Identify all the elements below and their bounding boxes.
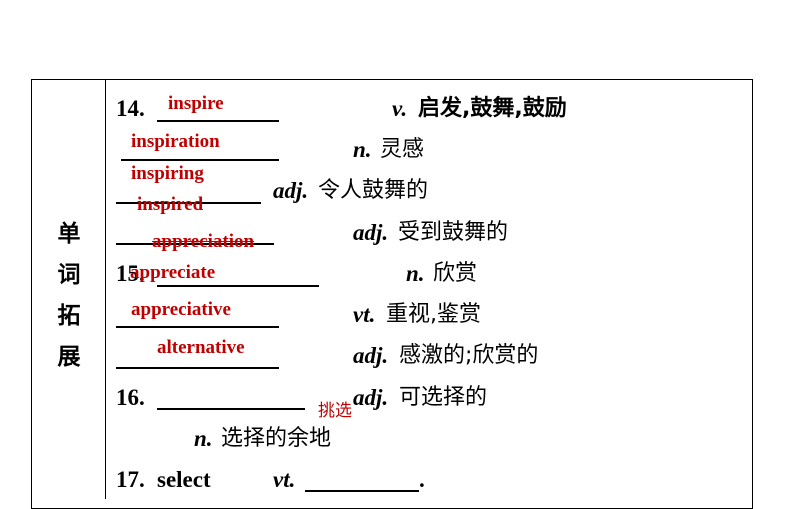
period-17: . (419, 467, 425, 492)
answer-15-struck: appreciation (152, 231, 255, 252)
blank-17 (305, 490, 419, 492)
pos-14: v. (392, 96, 408, 121)
blank-15b (116, 367, 279, 369)
word-17: select (157, 467, 211, 492)
section-label-char: 词 (57, 262, 81, 288)
answer-14c: inspired (137, 194, 204, 215)
section-label-char: 展 (57, 344, 81, 370)
blank-15a (116, 326, 279, 328)
pos-16a: n. (194, 426, 213, 451)
meaning-16a: 选择的余地 (221, 426, 332, 451)
blank-14 (157, 120, 279, 122)
meaning-15b: 感激的;欣赏的 (399, 343, 539, 368)
meaning-14: 启发,鼓舞,鼓励 (418, 96, 567, 121)
pos-16: adj. (353, 385, 389, 410)
section-label-char: 拓 (57, 303, 81, 329)
item-number-14: 14. (116, 96, 145, 121)
item-number-17: 17. (116, 467, 145, 492)
pos-15b: adj. (353, 343, 389, 368)
answer-14a: inspiration (131, 131, 220, 152)
section-label-char: 单 (57, 221, 81, 247)
meaning-15a: 重视,鉴赏 (386, 302, 481, 327)
pos-14c: adj. (353, 220, 389, 245)
pos-15: n. (406, 261, 425, 286)
meaning-14c: 受到鼓舞的 (398, 220, 509, 245)
blank-14a (121, 159, 279, 161)
blank-15 (157, 285, 319, 287)
answer-15b: appreciative (131, 299, 231, 320)
pos-14b: adj. (273, 178, 309, 203)
pos-17: vt. (273, 467, 296, 492)
answer-16: alternative (157, 337, 245, 358)
item-number-15: 15. (116, 261, 145, 286)
meaning-16: 可选择的 (399, 385, 488, 410)
blank-16 (157, 408, 305, 410)
meaning-14b: 令人鼓舞的 (318, 178, 429, 203)
answer-14: inspire (168, 93, 224, 114)
pos-14a: n. (353, 137, 372, 162)
answer-15a: appreciate (130, 262, 216, 283)
meaning-15: 欣赏 (433, 261, 478, 286)
meaning-14a: 灵感 (380, 137, 425, 162)
section-label: 单 词 拓 展 (53, 214, 85, 378)
blank-14c (116, 243, 274, 245)
item-number-16: 16. (116, 385, 145, 410)
answer-14b: inspiring (131, 163, 204, 184)
column-divider (105, 79, 106, 499)
answer-17: 挑选 (318, 401, 352, 421)
pos-15a: vt. (353, 302, 376, 327)
blank-14b (116, 202, 261, 204)
